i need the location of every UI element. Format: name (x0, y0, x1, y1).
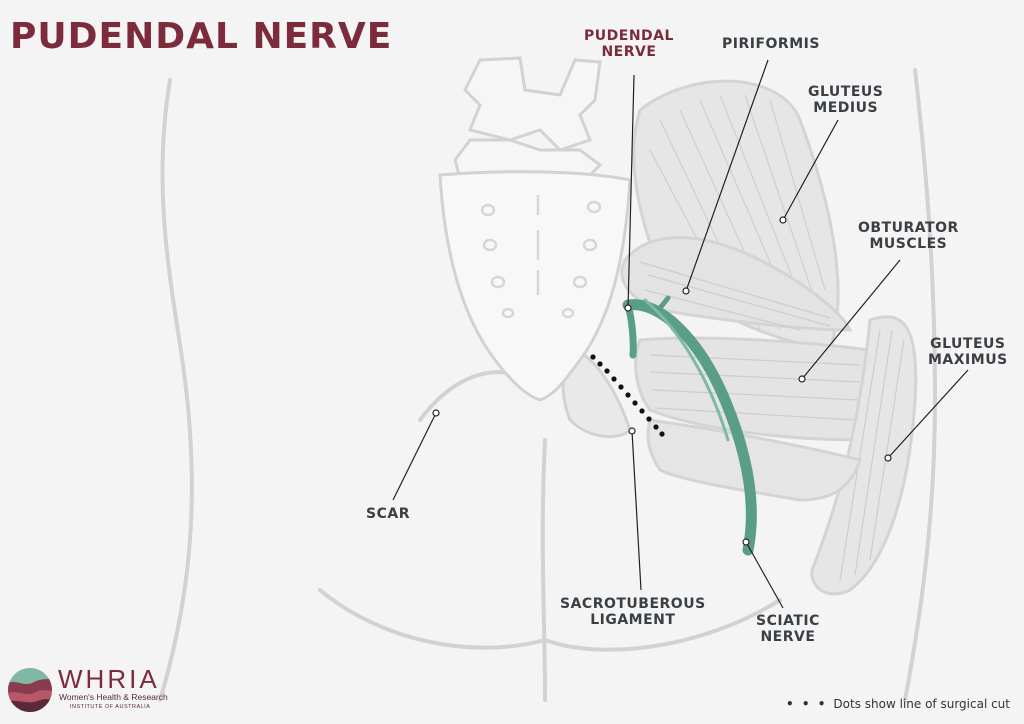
leader-lines (392, 59, 969, 609)
label-line: MUSCLES (869, 236, 948, 252)
label-line: PUDENDAL (584, 28, 674, 44)
surgical-cut-dots (590, 354, 665, 437)
label-line: GLUTEUS (808, 84, 884, 100)
lower-muscle-band (646, 418, 862, 502)
label-scar: SCAR (366, 506, 410, 522)
label-gluteus-medius: GLUTEUS MEDIUS (808, 84, 883, 116)
label-line: NERVE (760, 629, 816, 645)
legend-text: Dots show line of surgical cut (833, 697, 1010, 711)
vertebrae (453, 56, 603, 180)
label-line: LIGAMENT (590, 612, 676, 628)
legend: • • • Dots show line of surgical cut (786, 697, 1010, 711)
label-line: NERVE (601, 44, 657, 60)
label-line: SACROTUBEROUS (560, 596, 706, 612)
gluteus-maximus-shape (810, 315, 918, 596)
label-sacrotuberous-ligament: SACROTUBEROUS LIGAMENT (560, 596, 706, 628)
logo-emblem-icon (8, 668, 52, 712)
label-line: SCAR (366, 506, 410, 522)
logo-subtitle: Women's Health & Research (59, 692, 168, 702)
label-line: GLUTEUS (930, 336, 1006, 352)
label-obturator-muscles: OBTURATOR MUSCLES (858, 220, 959, 252)
whria-logo: WHRIA Women's Health & Research INSTITUT… (6, 664, 176, 716)
label-line: SCIATIC (756, 613, 820, 629)
label-line: MAXIMUS (928, 352, 1008, 368)
legend-dots-marker: • • • (786, 697, 828, 711)
label-sciatic-nerve: SCIATIC NERVE (756, 613, 820, 645)
body-outline (158, 68, 938, 702)
nerves (622, 295, 757, 556)
page-title: PUDENDAL NERVE (10, 16, 393, 57)
logo-subtitle-2: INSTITUTE OF AUSTRALIA (70, 704, 151, 710)
label-line: OBTURATOR (858, 220, 959, 236)
label-pudendal-nerve: PUDENDAL NERVE (584, 28, 674, 60)
logo-name: WHRIA (58, 664, 160, 694)
label-piriformis: PIRIFORMIS (722, 36, 820, 52)
label-line: PIRIFORMIS (722, 36, 820, 52)
label-line: MEDIUS (813, 100, 879, 116)
label-gluteus-maximus: GLUTEUS MAXIMUS (928, 336, 1008, 368)
pudendal-nerve-path (624, 301, 637, 359)
sacrum-bone (438, 170, 632, 402)
